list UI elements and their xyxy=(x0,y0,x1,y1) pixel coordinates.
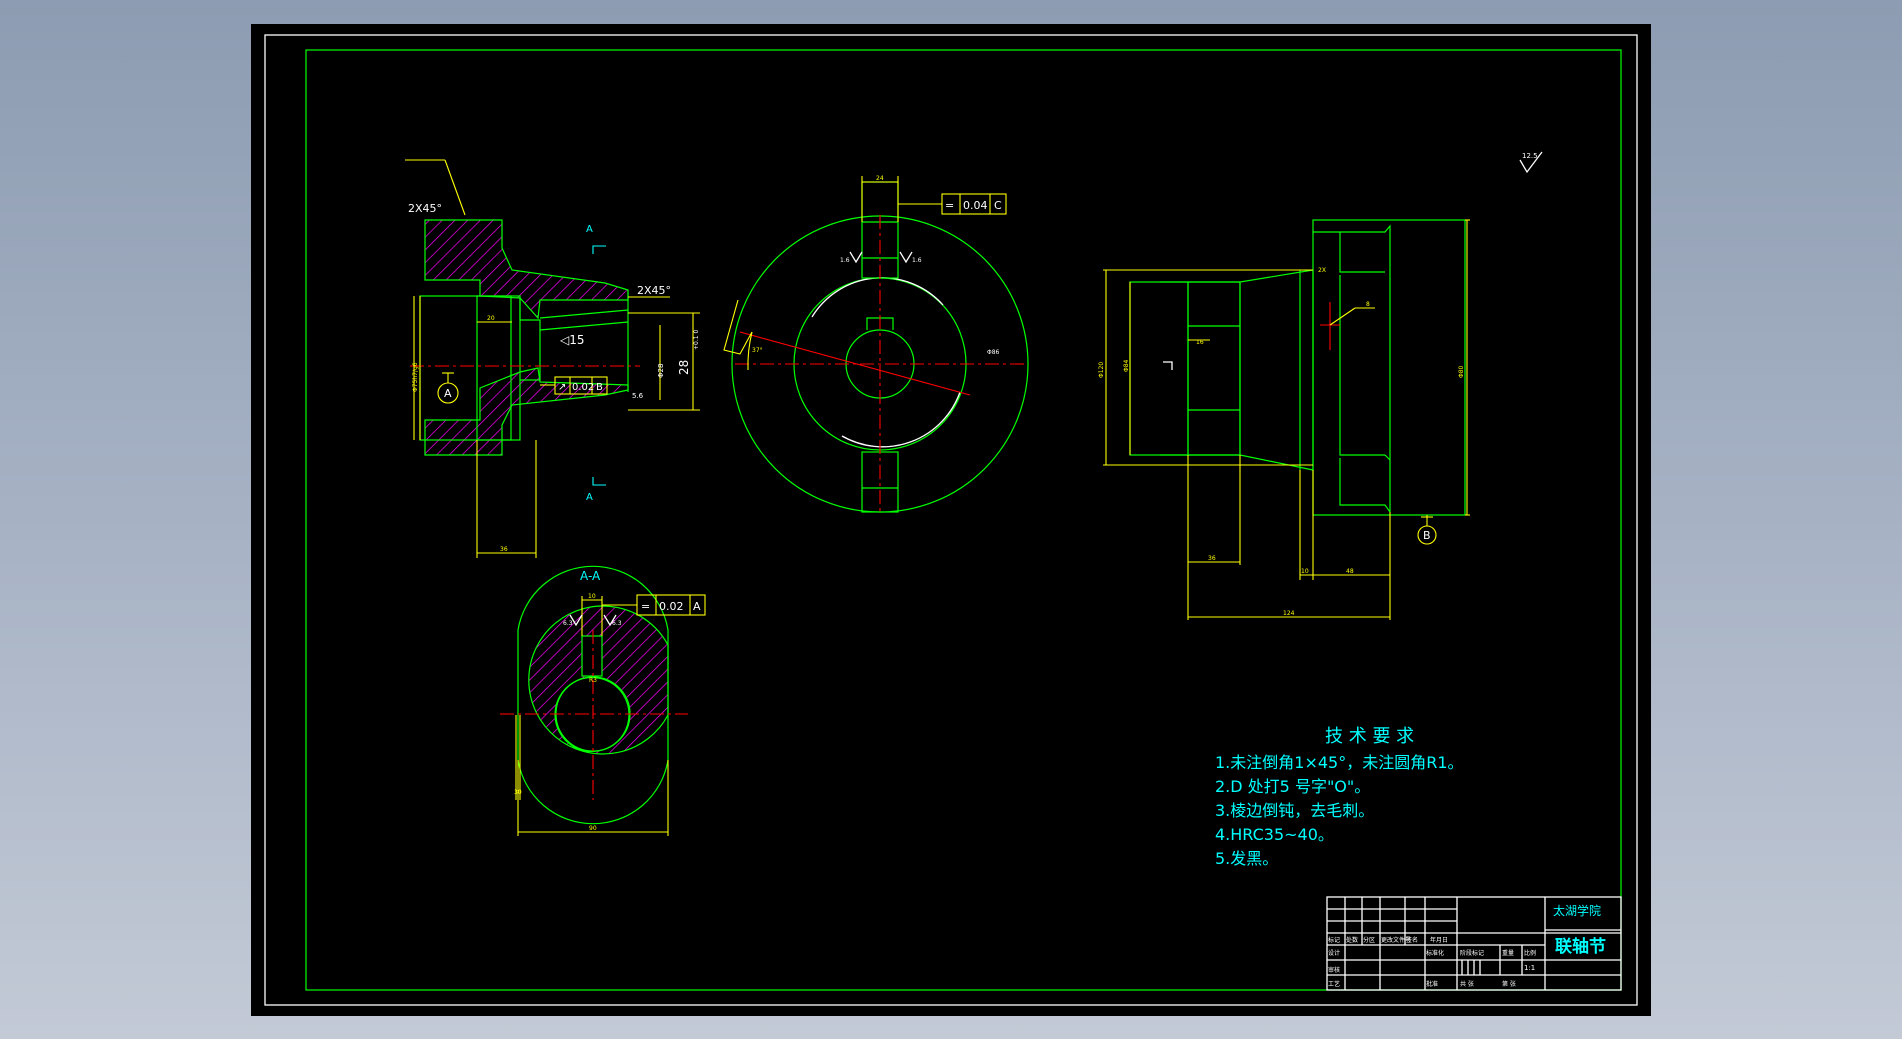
section-tol-datum: A xyxy=(693,600,701,613)
section-roughness-r: 6.3 xyxy=(612,620,622,627)
right-dim-36: 36 xyxy=(1208,555,1216,562)
tb-sheet: 共 张 xyxy=(1460,980,1474,988)
left-dia-label: Φ28 xyxy=(657,364,665,378)
front-r2: 1.6 xyxy=(912,257,922,264)
tb-scale: 比例 xyxy=(1524,949,1536,957)
front-angle: 37° xyxy=(752,347,763,354)
front-dia-label: Φ86 xyxy=(987,349,1000,356)
tb-std: 标准化 xyxy=(1426,949,1444,957)
tech-req-item-2: 2.D 处打5 号字"O"。 xyxy=(1215,777,1370,796)
tech-req-item-4: 4.HRC35~40。 xyxy=(1215,825,1334,844)
front-tol-symbol: = xyxy=(945,199,954,212)
tb-scale-value: 1:1 xyxy=(1524,964,1535,972)
tb-stage: 阶段标记 xyxy=(1460,949,1484,957)
left-taper-label: ◁15 xyxy=(559,333,585,347)
tb-sheet2: 第 张 xyxy=(1502,980,1516,988)
left-dim-36: 36 xyxy=(500,546,508,553)
section-dim-key: R3 xyxy=(589,677,597,684)
tb-design: 设计 xyxy=(1328,949,1340,957)
left-dim-20: 20 xyxy=(487,315,495,322)
section-tol-value: 0.02 xyxy=(659,600,684,613)
left-dim-28: 28 xyxy=(677,360,691,375)
section-title: A-A xyxy=(580,569,601,583)
tb-zone: 分区 xyxy=(1363,936,1375,944)
section-view-a-a[interactable]: A-A 10 = 0.02 A 90 6.3 6.3 30 R3 xyxy=(500,565,706,836)
front-tol-datum: C xyxy=(994,199,1002,212)
right-roughness-corner: 12.5 xyxy=(1522,152,1538,160)
left-tol-symbol: ↗ xyxy=(558,382,566,393)
tb-school: 太湖学院 xyxy=(1553,903,1601,918)
left-chamfer-right: 2X45° xyxy=(637,284,671,297)
right-dia-right: Φ80 xyxy=(1458,365,1465,378)
tb-weight: 重量 xyxy=(1502,949,1514,957)
front-circular-view[interactable]: 24 = 0.04 C 37° Φ86 1.6 1.6 xyxy=(723,175,1029,513)
title-block[interactable]: 太湖学院 联轴节 标记 处数 分区 更改文件号 签名 年月日 设计 标准化 阶段… xyxy=(1326,896,1622,991)
tb-check: 审核 xyxy=(1328,966,1340,974)
left-vertical-dim: Φ75h7/g6 xyxy=(412,362,419,392)
right-dia-left: Φ120 xyxy=(1098,362,1105,378)
tech-req-item-3: 3.棱边倒钝，去毛刺。 xyxy=(1215,801,1374,820)
section-dim-side: 30 xyxy=(514,789,522,796)
tech-req-item-5: 5.发黑。 xyxy=(1215,849,1278,868)
left-chamfer-top: 2X45° xyxy=(408,202,442,215)
right-side-view[interactable]: 2X Φ120 Φ84 Φ80 36 10 48 124 16 8 B 12.5 xyxy=(1098,151,1543,620)
section-mark-a-top: A xyxy=(586,224,593,235)
tb-part-name: 联轴节 xyxy=(1555,936,1606,957)
left-roughness: 5.6 xyxy=(632,392,644,400)
right-dim-top: 2X xyxy=(1318,267,1326,274)
section-roughness-l: 6.3 xyxy=(563,620,573,627)
outer-frame xyxy=(264,34,1638,1006)
tech-requirements: 技 术 要 求 1.未注倒角1×45°，未注圆角R1。 2.D 处打5 号字"O… xyxy=(1215,726,1464,868)
tech-req-item-1: 1.未注倒角1×45°，未注圆角R1。 xyxy=(1215,753,1464,772)
tb-mark: 标记 xyxy=(1328,936,1340,944)
right-dim-10: 10 xyxy=(1301,568,1309,575)
left-tol-value: 0.02 xyxy=(572,382,594,393)
inner-frame xyxy=(305,49,1622,991)
front-tol-value: 0.04 xyxy=(963,199,988,212)
left-section-view[interactable]: 2X45° 2X45° ◁15 20 36 28 +0.1 0 Φ28 Φ75h… xyxy=(405,159,700,558)
section-dim-90: 90 xyxy=(589,825,597,832)
right-leader-label: 8 xyxy=(1366,301,1370,308)
section-tol-symbol: = xyxy=(641,600,650,613)
left-dim-28-tol: +0.1 0 xyxy=(693,330,700,350)
section-dim-10: 10 xyxy=(588,593,596,600)
tb-date: 年月日 xyxy=(1430,936,1448,944)
right-key-label: 16 xyxy=(1196,339,1204,346)
right-dim-124: 124 xyxy=(1283,610,1295,617)
left-datum-A: A xyxy=(444,387,452,400)
tb-sign: 签名 xyxy=(1406,936,1418,944)
section-mark-a-bottom: A xyxy=(586,492,593,503)
tb-count: 处数 xyxy=(1346,936,1358,944)
right-datum-B: B xyxy=(1423,529,1431,542)
tech-req-title: 技 术 要 求 xyxy=(1325,726,1414,747)
right-dim-48: 48 xyxy=(1346,568,1354,575)
front-r1: 1.6 xyxy=(840,257,850,264)
tb-approve: 批准 xyxy=(1426,980,1438,988)
tb-doc: 更改文件号 xyxy=(1381,936,1411,944)
drawing-paper xyxy=(251,24,1651,1016)
right-dia-mid: Φ84 xyxy=(1123,359,1130,372)
tb-process: 工艺 xyxy=(1328,980,1340,988)
left-tol-datum: B xyxy=(596,382,603,393)
front-dim-24: 24 xyxy=(876,175,884,182)
